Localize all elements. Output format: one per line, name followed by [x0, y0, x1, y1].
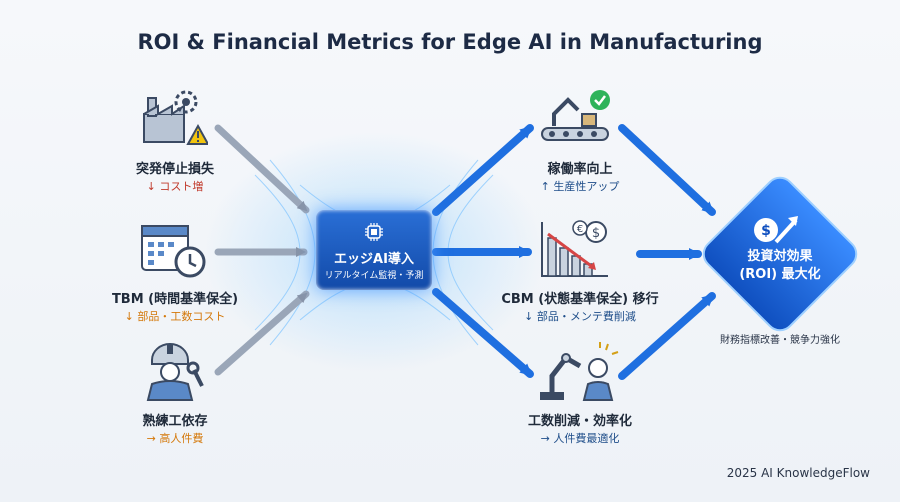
roi-goal-sub: 財務指標改善・競争力強化: [720, 335, 840, 346]
output-1-label: 稼働率向上: [547, 162, 613, 177]
svg-text:$: $: [592, 226, 600, 241]
robot-conveyor-icon: [541, 90, 610, 141]
hub-subtitle: リアルタイム監視・予測: [324, 271, 424, 281]
output-2-label: CBM (状態基準保全) 移行: [501, 292, 659, 307]
edge-ai-hub: エッジAI導入 リアルタイム監視・予測: [316, 210, 432, 290]
output-1-sub: ↑ 生産性アップ: [540, 180, 620, 193]
arrow-output-3: [432, 288, 534, 378]
cost-down-chart-icon: $ €: [541, 220, 608, 277]
calendar-clock-icon: [141, 225, 206, 278]
footer-credit: 2025 AI KnowledgeFlow: [726, 466, 870, 480]
hub-title: エッジAI導入: [334, 252, 414, 267]
input-2-sub: ↓ 部品・工数コスト: [124, 310, 226, 323]
chip-icon: [365, 223, 383, 241]
arrow-output-1: [432, 124, 534, 216]
roi-goal-line1: 投資対効果: [747, 249, 813, 264]
arrow-goal-1: [618, 124, 716, 216]
roi-diamond: [702, 176, 858, 332]
input-2-label: TBM (時間基準保全): [111, 292, 239, 307]
output-2-sub: ↓ 部品・メンテ費削減: [524, 310, 636, 323]
arrow-input-1: [214, 124, 310, 214]
input-3-label: 熟練工依存: [142, 414, 208, 429]
robot-arm-worker-icon: [540, 342, 619, 401]
output-3-label: 工数削減・効率化: [527, 414, 632, 429]
input-1-sub: ↓ コスト増: [146, 180, 204, 193]
svg-text:$: $: [761, 223, 771, 239]
arrow-goal-3: [618, 292, 716, 380]
page-title: ROI & Financial Metrics for Edge AI in M…: [137, 30, 763, 54]
roi-goal-label: 投資対効果 (ROI) 最大化: [718, 248, 842, 284]
factory-alert-icon: [143, 90, 208, 145]
arrow-input-3: [214, 290, 310, 376]
output-3-sub: → 人件費最適化: [540, 432, 620, 445]
svg-text:€: €: [577, 224, 583, 235]
input-3-sub: → 高人件費: [146, 432, 204, 445]
worker-wrench-icon: [146, 343, 204, 401]
input-1-label: 突発停止損失: [135, 162, 214, 177]
roi-goal-line2: (ROI) 最大化: [739, 267, 821, 282]
dollar-growth-icon: $: [754, 216, 798, 244]
